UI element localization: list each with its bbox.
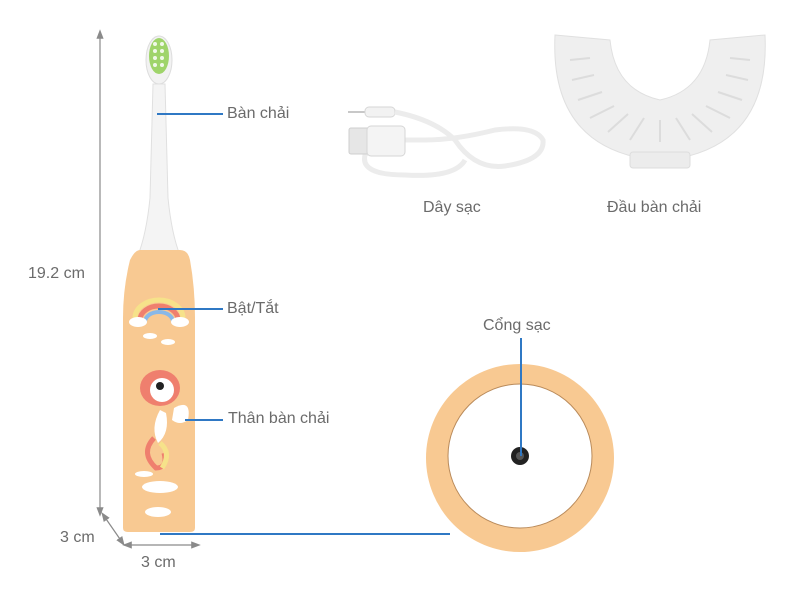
charging-port-leader-line [520,338,522,456]
body-leader-line [185,419,223,421]
width-dimension-label: 3 cm [141,554,176,571]
body-label: Thân bàn chải [228,410,330,427]
charging-cable-image [348,106,546,178]
depth-dimension-label: 3 cm [60,529,95,546]
u-brush-head-label: Đầu bàn chải [607,199,702,216]
toothbrush-image [123,35,195,532]
brush-head-leader-line [157,113,223,115]
cable-label: Dây sạc [423,199,481,216]
power-button-leader-line [158,308,223,310]
bottom-view-image [426,364,614,552]
height-dimension-label: 19.2 cm [28,265,85,282]
base-to-bottom-view-leader-line [160,533,450,535]
charging-port-label: Cổng sạc [483,317,551,334]
power-button-label: Bật/Tắt [227,300,279,317]
brush-head-label: Bàn chải [227,105,290,122]
u-brush-head-image [554,34,766,169]
